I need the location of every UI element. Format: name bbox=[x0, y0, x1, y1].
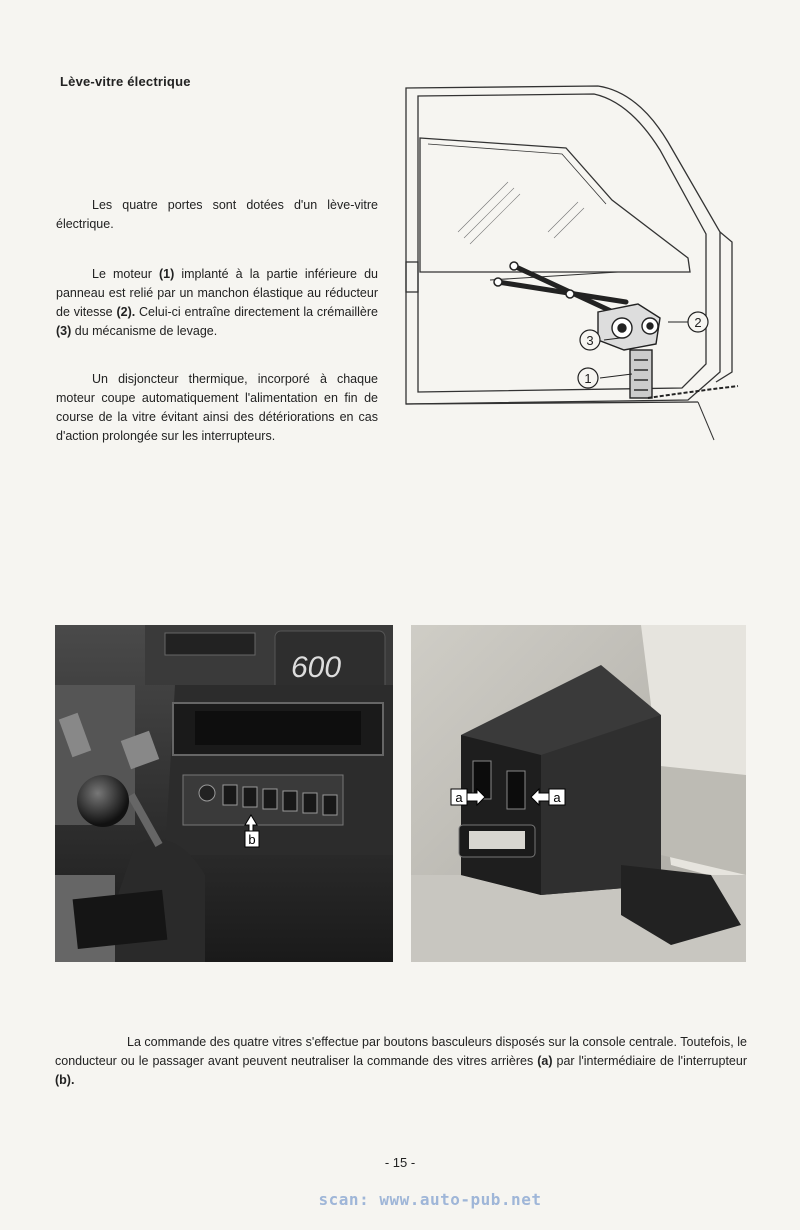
callout-2: 2 bbox=[687, 311, 709, 333]
paragraph-motor-text: implanté à la partie inférieure du panne… bbox=[56, 267, 378, 319]
paragraph-motor: Le moteur (1) implanté à la partie infér… bbox=[56, 265, 378, 341]
callout-3-label: 3 bbox=[586, 333, 593, 348]
paragraph-motor-text: du mécanisme de levage. bbox=[71, 324, 218, 338]
page-number: - 15 - bbox=[384, 1155, 416, 1170]
paragraph-breaker-text: Un disjoncteur thermique, incorporé à ch… bbox=[56, 372, 378, 443]
console-photo-illustration: 600 bbox=[55, 625, 393, 962]
callout-a-right-label: a bbox=[553, 790, 561, 805]
callout-1: 1 bbox=[577, 367, 599, 389]
ref-rack: (3) bbox=[56, 324, 72, 338]
ref-rear-windows: (a) bbox=[537, 1054, 553, 1068]
paragraph-controls-text: par l'intermédiaire de l'interrupteur bbox=[552, 1054, 747, 1068]
callout-a-right: a bbox=[530, 787, 566, 807]
callout-3: 3 bbox=[579, 329, 601, 351]
badge-600: 600 bbox=[291, 651, 341, 684]
callout-1-label: 1 bbox=[584, 371, 591, 386]
paragraph-intro: Les quatre portes sont dotées d'un lève-… bbox=[56, 196, 378, 234]
ref-switch: (b). bbox=[55, 1073, 75, 1087]
rear-console-photo-illustration: a a bbox=[411, 625, 746, 962]
callout-b-label: b bbox=[248, 832, 255, 847]
callout-a-left-label: a bbox=[455, 790, 463, 805]
paragraph-motor-text: Le moteur bbox=[92, 267, 159, 281]
console-photo: 600 bbox=[55, 625, 393, 962]
callout-b: b bbox=[244, 814, 260, 848]
callout-a-left: a bbox=[450, 787, 486, 807]
paragraph-intro-text: Les quatre portes sont dotées d'un lève-… bbox=[56, 198, 378, 231]
door-mechanism-drawing: 2 3 1 bbox=[405, 85, 739, 441]
paragraph-motor-text: Celui-ci entraîne directement la crémail… bbox=[135, 305, 378, 319]
callout-2-label: 2 bbox=[694, 315, 701, 330]
paragraph-breaker: Un disjoncteur thermique, incorporé à ch… bbox=[56, 370, 378, 446]
rear-console-photo: a a bbox=[411, 625, 746, 962]
section-title: Lève-vitre électrique bbox=[60, 74, 191, 89]
ref-motor: (1) bbox=[158, 267, 175, 281]
paragraph-controls: La commande des quatre vitres s'effectue… bbox=[55, 1033, 747, 1090]
scan-credit: scan: www.auto-pub.net bbox=[318, 1190, 542, 1209]
ref-reducer: (2). bbox=[116, 305, 136, 319]
paragraph-controls-text: La commande des quatre vitres s'effectue… bbox=[55, 1035, 747, 1068]
door-mechanism-diagram: 2 3 1 bbox=[398, 82, 750, 444]
